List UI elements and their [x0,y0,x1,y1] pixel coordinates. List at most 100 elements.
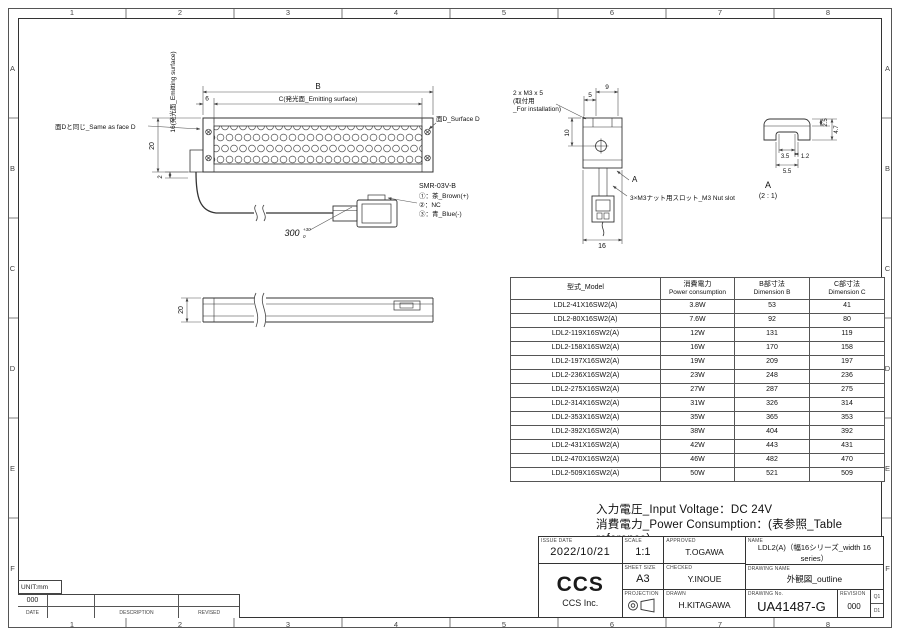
cable-length-label: 300 [284,228,299,238]
dim-c-label: C(発光面_Emitting surface) [279,94,358,103]
dim-20-label: 20 [149,142,156,150]
projection-label: PROJECTION [624,590,659,597]
table-cell: 314 [809,397,885,412]
section-mark-a: A [632,175,638,184]
revision-entry-revised [179,595,239,606]
form-marker-top: Q1 [871,590,884,605]
table-cell: LDL2-119X16SW2(A) [510,327,661,342]
drawing-no-label: DRAWING No. [747,591,784,598]
revision-strip: 000 DATE DESCRIPTION REVISED [18,594,240,618]
drawing-name-cell: DRAWING NAME 外観図_outline [745,565,884,591]
grid-label: 6 [609,8,615,17]
revision-date-header: DATE [18,607,48,618]
table-cell: 209 [734,355,810,370]
sheet-size-value: A3 [636,572,650,585]
title-block-col-names: NAME LDL2(A)（幅16シリーズ_width 16 series） DR… [745,537,884,617]
table-cell: 482 [734,453,810,468]
table-cell: LDL2-197X16SW2(A) [510,355,661,370]
revision-blank-header [48,607,95,618]
grid-label: B [884,163,890,173]
company-name: CCS Inc. [562,598,599,609]
table-cell: 92 [734,313,810,328]
dim-4-7-label: 4.7 [834,125,840,134]
table-cell: 50W [660,467,735,482]
grid-label: 3 [285,8,291,17]
grid-label: 6 [609,620,615,629]
grid-label: E [884,463,890,473]
input-voltage-note: 入力電圧_Input Voltage：DC 24V [596,504,773,516]
revision-header-row: DATE DESCRIPTION REVISED [18,607,239,618]
table-cell: 287 [734,383,810,398]
name-label: NAME [747,538,764,544]
company-logo-cell: CCS CCS Inc. [539,564,622,617]
table-cell: 470 [809,453,885,468]
title-block-col-signatures: APPROVED T.OGAWA CHECKED Y.INOUE DRAWN H… [664,537,746,617]
grid-label: 8 [825,620,831,629]
table-cell: 3.8W [660,299,735,314]
approved-label: APPROVED [666,538,696,544]
name-cell: NAME LDL2(A)（幅16シリーズ_width 16 series） [745,537,884,565]
table-cell: 31W [660,397,735,412]
issue-date-cell: ISSUE DATE 2022/10/21 [539,537,622,565]
dim-2-5-label: 2.5 [823,118,829,127]
grid-label: A [9,63,15,73]
grid-label: 1 [69,8,75,17]
table-cell: 53 [734,299,810,314]
table-cell: 158 [809,341,885,356]
name-value: LDL2(A)（幅16シリーズ_width 16 series） [757,543,871,563]
connector-leader [309,197,418,231]
screw-note-line2: (取付用 [513,96,535,105]
checked-cell: CHECKED Y.INOUE [664,564,745,590]
dim-1-2-label: 1.2 [801,154,810,160]
table-cell: 170 [734,341,810,356]
revision-cell: REVISION 000 [837,590,870,617]
connector-drawing [332,194,398,228]
end-cap-screws [205,128,431,162]
section-title: A [765,180,771,190]
pin1-label: ①：茶_Brown(+) [419,191,469,200]
front-view-dimensions [147,86,437,179]
grid-label: D [884,363,891,373]
table-cell: 521 [734,467,810,482]
sheet-size-label: SHEET SIZE [624,565,656,572]
grid-label: 2 [177,620,183,629]
frame-ticks [8,8,892,628]
scale-value: 1:1 [635,546,651,559]
cable-length-tol-lower: 0 [303,234,306,239]
pin3-label: ③：青_Blue(-) [419,209,462,218]
grid-label: B [9,163,15,173]
dim-2-label: 2 [158,175,164,179]
checked-label: CHECKED [666,565,693,572]
table-cell: LDL2-275X16SW2(A) [510,383,661,398]
side-view-dimensions [181,297,201,323]
table-cell: 35W [660,411,735,426]
table-cell: 392 [809,425,885,440]
grid-label: C [9,263,16,273]
table-cell: LDL2-236X16SW2(A) [510,369,661,384]
grid-label: F [10,563,15,573]
grid-label: 4 [393,8,399,17]
side-dim-20-label: 20 [178,306,185,314]
cable-exit-bracket [189,149,203,173]
table-cell: 7.6W [660,313,735,328]
table-cell: 27W [660,383,735,398]
same-as-face-d-label: 面Dと同じ_Same as face D [55,123,136,131]
projection-cell: PROJECTION [623,590,664,617]
approved-cell: APPROVED T.OGAWA [664,537,745,565]
grid-label: E [9,463,15,473]
revision-entry-date [48,595,95,606]
dim-6-label: 6 [205,96,209,103]
revision-entry-rev: 000 [18,595,48,606]
